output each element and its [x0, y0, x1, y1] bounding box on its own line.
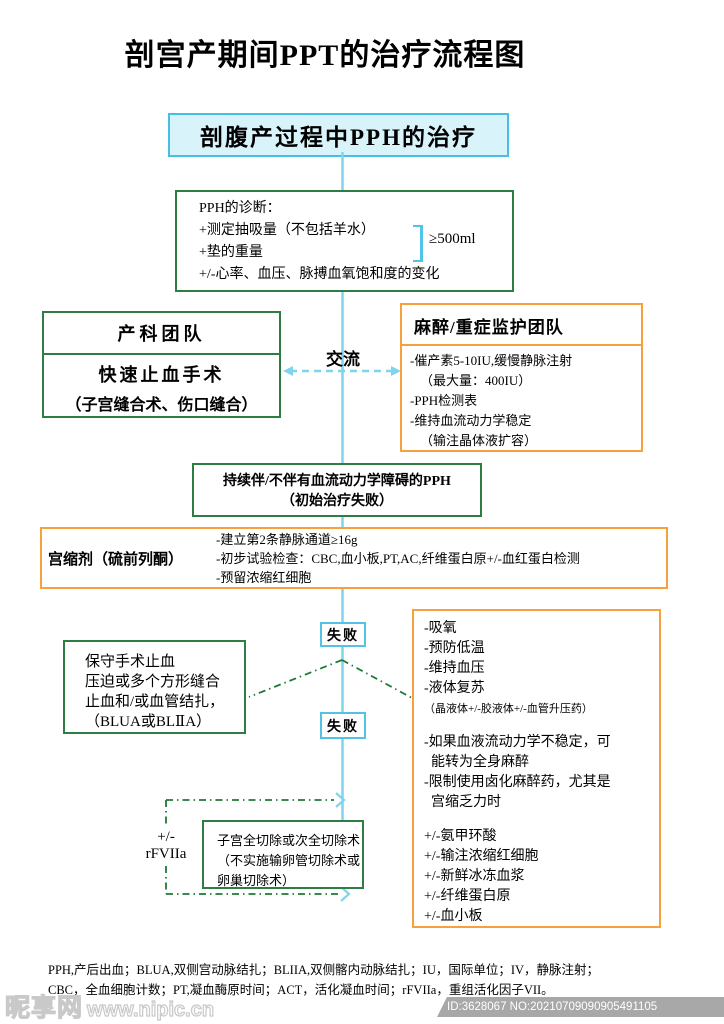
exchange-arrow-left — [283, 366, 293, 376]
conservative-line: 保守手术止血 — [85, 654, 176, 670]
conservative-line: （BLUA或BLⅡA） — [85, 714, 212, 730]
page-title: 剖宫产期间PPT的治疗流程图 — [124, 39, 526, 72]
conservative-line: 止血和/或血管结扎， — [85, 694, 225, 710]
watermark-site-name: 昵享网 — [4, 994, 84, 1022]
obstetric-line: （子宫缝合术、伤口缝合） — [65, 397, 258, 414]
supportive-line: -预防低温 — [424, 641, 485, 656]
diagnosis-box: PPH的诊断： +测定抽吸量（不包括羊水） +垫的重量 +/-心率、血压、脉搏血… — [175, 190, 514, 292]
volume-bracket — [413, 225, 423, 262]
supportive-line: +/-新鲜冰冻血浆 — [424, 869, 525, 884]
rfviia-line: +/- — [157, 829, 175, 845]
failure-badge-1: 失败 — [320, 622, 366, 647]
rfviia-arrow-bottom — [340, 886, 351, 902]
anesthesia-line: （最大量：400IU） — [420, 373, 532, 388]
watermark-site-url: www.nipic.cn — [86, 998, 215, 1021]
supportive-line: 能转为全身麻醉 — [431, 755, 529, 770]
footnote-line: CBC，全血细胞计数；PT,凝血酶原时间；ACT，活化凝血时间；rFVIIa，重… — [48, 983, 554, 997]
anesthesia-team-box: 麻醉/重症监护团队 -催产素5-10IU,缓慢静脉注射 （最大量：400IU） … — [400, 303, 643, 452]
uterotonic-line: -预留浓缩红细胞 — [216, 569, 312, 585]
persistent-line: 持续伴/不伴有血流动力学障碍的PPH — [223, 474, 451, 489]
supportive-line: +/-输注浓缩红细胞 — [424, 849, 539, 864]
image-id-bar: ID:3628067 NO:20210709090905491105 — [437, 997, 724, 1017]
obstetric-line: 快速止血手术 — [98, 365, 225, 385]
supportive-line: +/-血小板 — [424, 909, 483, 924]
anesthesia-line: -PPH检测表 — [410, 393, 478, 408]
anesthesia-line: -催产素5-10IU,缓慢静脉注射 — [410, 353, 573, 368]
supportive-line: +/-氨甲环酸 — [424, 829, 497, 844]
supportive-line: +/-纤维蛋白原 — [424, 889, 511, 904]
header-box-label: 剖腹产过程中PPH的治疗 — [200, 125, 477, 150]
conservative-line: 压迫或多个方形缝合 — [85, 674, 221, 690]
hysterectomy-box: 子宫全切除或次全切除术 （不实施输卵管切除术或 卵巢切除术） — [202, 820, 364, 889]
exchange-label: 交流 — [326, 350, 360, 369]
supportive-line: -如果血液流动力学不稳定，可 — [424, 735, 611, 750]
anesthesia-team-title: 麻醉/重症监护团队 — [402, 305, 641, 346]
rfviia-label: +/- rFVIIa — [130, 827, 202, 865]
footnote-line: PPH,产后出血；BLUA,双侧宫动脉结扎；BLIIA,双侧髂内动脉结扎；IU，… — [48, 963, 600, 977]
diagnosis-line: PPH的诊断： — [199, 201, 281, 216]
volume-threshold: ≥500ml — [429, 231, 476, 247]
conservative-surgery-box: 保守手术止血 压迫或多个方形缝合 止血和/或血管结扎， （BLUA或BLⅡA） — [63, 640, 246, 734]
supportive-line: -限制使用卤化麻醉药，尤其是 — [424, 775, 611, 790]
branch-right-line — [341, 659, 413, 699]
rfviia-line: rFVIIa — [145, 846, 187, 862]
supportive-care-box: -吸氧 -预防低温 -维持血压 -液体复苏 （晶液体+/-胶液体+/-血管升压药… — [412, 609, 661, 928]
anesthesia-line: -维持血流动力学稳定 — [410, 413, 532, 428]
exchange-arrow-right — [391, 366, 401, 376]
obstetric-team-title: 产科团队 — [44, 313, 279, 355]
hysterectomy-line: 子宫全切除或次全切除术 — [217, 833, 361, 848]
hysterectomy-line: （不实施输卵管切除术或 — [217, 853, 361, 868]
supportive-line: -液体复苏 — [424, 681, 485, 696]
uterotonic-label: 宫缩剂（硫前列酮） — [48, 551, 184, 568]
uterotonic-box: 宫缩剂（硫前列酮） -建立第2条静脉通道≥16g -初步试验检查：CBC,血小板… — [40, 527, 668, 589]
uterotonic-line: -建立第2条静脉通道≥16g — [216, 531, 358, 547]
supportive-note: （晶液体+/-胶液体+/-血管升压药） — [424, 703, 593, 715]
header-box: 剖腹产过程中PPH的治疗 — [168, 113, 509, 157]
anesthesia-line: （输注晶体液扩容） — [420, 433, 538, 448]
supportive-line: -吸氧 — [424, 621, 457, 636]
branch-left-line — [248, 659, 343, 698]
hysterectomy-line: 卵巢切除术） — [217, 873, 296, 888]
supportive-line: 宫缩乏力时 — [431, 795, 501, 810]
diagnosis-line: +垫的重量 — [199, 245, 263, 260]
uterotonic-line: -初步试验检查：CBC,血小板,PT,AC,纤维蛋白原+/-血红蛋白检测 — [216, 550, 580, 566]
diagnosis-line: +/-心率、血压、脉搏血氧饱和度的变化 — [199, 267, 440, 282]
rfviia-arrow-top — [335, 792, 346, 808]
diagnosis-line: +测定抽吸量（不包括羊水） — [199, 223, 375, 238]
failure-badge-2: 失败 — [320, 712, 366, 739]
persistent-pph-box: 持续伴/不伴有血流动力学障碍的PPH （初始治疗失败） — [192, 463, 482, 517]
footnote: PPH,产后出血；BLUA,双侧宫动脉结扎；BLIIA,双侧髂内动脉结扎；IU，… — [48, 960, 708, 1000]
supportive-line: -维持血压 — [424, 661, 485, 676]
obstetric-team-box: 产科团队 快速止血手术 （子宫缝合术、伤口缝合） — [42, 311, 281, 418]
watermark: 昵享网 www.nipic.cn — [4, 988, 215, 1024]
persistent-line: （初始治疗失败） — [281, 494, 393, 509]
